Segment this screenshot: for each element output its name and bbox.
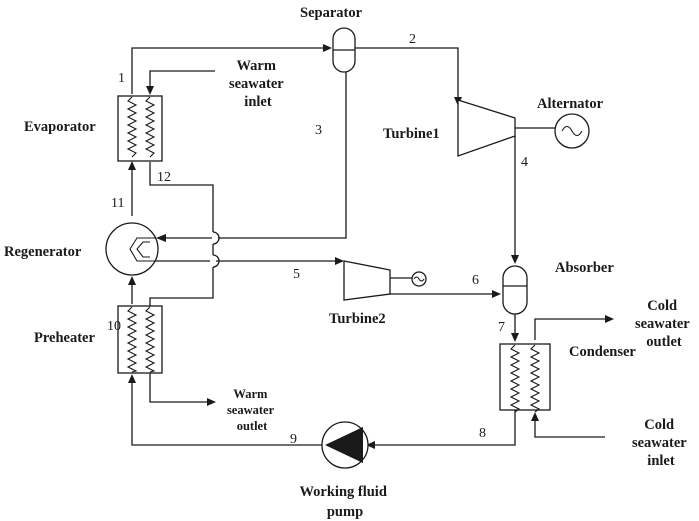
state-point-4: 4 bbox=[521, 155, 528, 170]
regenerator bbox=[105, 222, 159, 276]
turbine1 bbox=[457, 99, 516, 157]
stream-5-arrow bbox=[335, 257, 344, 265]
state-point-5: 5 bbox=[293, 267, 300, 282]
turbine1-label: Turbine1 bbox=[383, 126, 440, 142]
preheater-coil-left bbox=[126, 306, 138, 373]
cold-inlet-pipe bbox=[534, 418, 605, 438]
cold-outlet-arrow bbox=[605, 315, 614, 323]
stream-2-pipe bbox=[354, 47, 459, 100]
stream-6-arrow bbox=[492, 290, 501, 298]
pump-label-line2: pump bbox=[327, 504, 363, 520]
stream-8-pipe bbox=[368, 410, 516, 446]
regenerator-label: Regenerator bbox=[4, 244, 82, 260]
cold-inlet-line1: Cold bbox=[644, 417, 674, 433]
separator-label: Separator bbox=[300, 5, 363, 21]
warm-inlet-arrow bbox=[146, 86, 154, 95]
warm-outlet-line3: outlet bbox=[237, 419, 268, 433]
stream-9-pipe bbox=[131, 380, 322, 446]
stream-3-pipe bbox=[166, 64, 347, 239]
stream-7-arrow bbox=[511, 333, 519, 342]
evaporator-coil-right bbox=[144, 96, 156, 158]
state-point-6: 6 bbox=[472, 273, 479, 288]
absorber-label: Absorber bbox=[555, 260, 614, 276]
turbine2-label: Turbine2 bbox=[329, 311, 386, 327]
stream-9-arrow bbox=[128, 374, 136, 383]
state-point-9: 9 bbox=[290, 432, 297, 447]
evaporator-exchanger bbox=[117, 95, 163, 162]
state-point-2: 2 bbox=[409, 32, 416, 47]
stream-3-arrow bbox=[156, 234, 166, 242]
pump-triangle bbox=[325, 427, 363, 463]
crossover-hop-lower bbox=[212, 254, 220, 268]
warm-outlet-arrow bbox=[207, 398, 216, 406]
state-point-10: 10 bbox=[107, 319, 121, 334]
condenser-coil-left bbox=[509, 344, 521, 413]
warm-outlet-line2: seawater bbox=[227, 403, 275, 417]
pump-label-line1: Working fluid bbox=[299, 484, 386, 500]
stream-12-pipe bbox=[149, 162, 214, 328]
state-point-11: 11 bbox=[111, 196, 124, 211]
cold-outlet-line3: outlet bbox=[646, 334, 682, 350]
warm-inlet-pipe bbox=[149, 70, 215, 88]
pump-label: Working fluid pump bbox=[299, 484, 390, 520]
state-point-1: 1 bbox=[118, 71, 125, 86]
cold-inlet-line3: inlet bbox=[647, 453, 675, 469]
cold-inlet-arrow bbox=[531, 412, 539, 421]
preheater-coil-right bbox=[144, 306, 156, 373]
state-point-12: 12 bbox=[157, 170, 171, 185]
stream-11-arrow bbox=[128, 161, 136, 170]
warm-outlet-line1: Warm bbox=[233, 387, 268, 401]
stream-1-pipe bbox=[131, 47, 328, 94]
alternator-label: Alternator bbox=[537, 96, 604, 112]
stream-10-arrow bbox=[128, 276, 136, 285]
preheater-exchanger bbox=[117, 305, 163, 374]
stream-4-arrow bbox=[511, 255, 519, 264]
condenser-label: Condenser bbox=[569, 344, 636, 360]
state-point-3: 3 bbox=[315, 123, 322, 138]
state-point-7: 7 bbox=[498, 320, 505, 335]
warm-inlet-label: Warm seawater inlet bbox=[229, 58, 287, 110]
cold-inlet-line2: seawater bbox=[632, 435, 687, 451]
warm-inlet-line2: seawater bbox=[229, 76, 284, 92]
evaporator-label: Evaporator bbox=[24, 119, 96, 135]
cold-inlet-label: Cold seawater inlet bbox=[632, 417, 690, 469]
turbine2-generator-sine bbox=[413, 276, 425, 282]
alternator-sine bbox=[561, 125, 583, 137]
warm-outlet-label: Warm seawater outlet bbox=[227, 387, 277, 433]
state-point-8: 8 bbox=[479, 426, 486, 441]
cold-outlet-line1: Cold bbox=[647, 298, 677, 314]
crossover-hop-upper bbox=[212, 231, 220, 245]
preheater-label: Preheater bbox=[34, 330, 95, 346]
regenerator-coil bbox=[129, 237, 156, 262]
evaporator-coil-left bbox=[126, 96, 138, 158]
cold-outlet-pipe bbox=[534, 318, 606, 340]
stream-1-arrow bbox=[323, 44, 332, 52]
turbine2 bbox=[343, 260, 391, 301]
warm-inlet-line1: Warm bbox=[236, 58, 275, 74]
warm-outlet-pipe bbox=[149, 372, 208, 403]
absorber-vessel bbox=[502, 265, 528, 315]
cold-outlet-label: Cold seawater outlet bbox=[635, 298, 693, 350]
warm-inlet-line3: inlet bbox=[244, 94, 272, 110]
condenser-coil-right bbox=[529, 344, 541, 413]
condenser-exchanger bbox=[499, 343, 551, 411]
cold-outlet-line2: seawater bbox=[635, 316, 690, 332]
stream-8-arrow bbox=[366, 441, 375, 449]
